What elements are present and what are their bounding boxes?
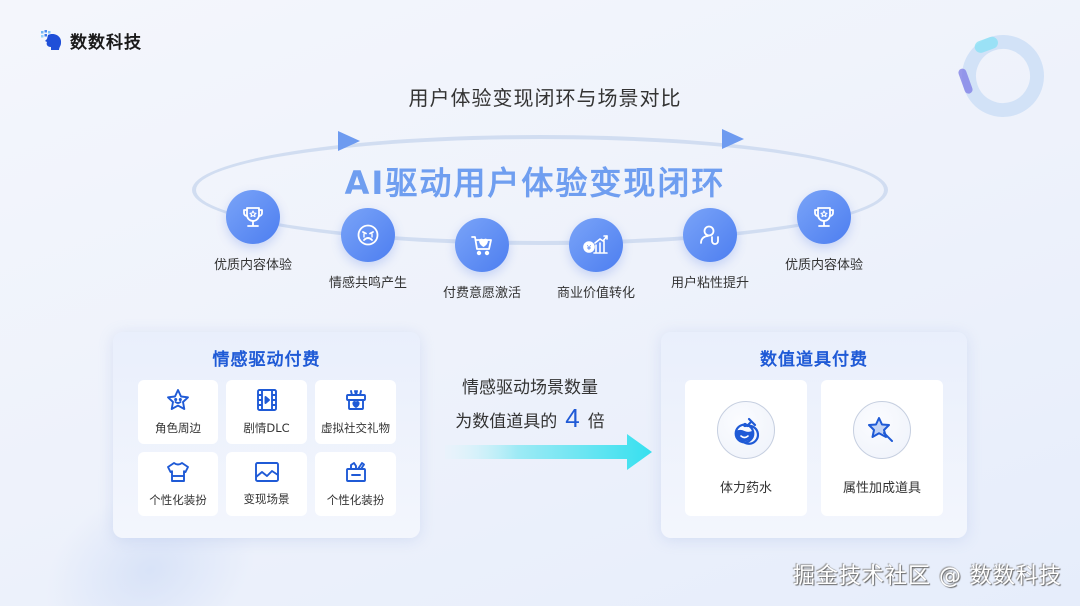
yuan-growth-chart-icon: ¥ bbox=[569, 218, 623, 272]
loop-step-5: 用户粘性提升 bbox=[650, 208, 770, 291]
step-label: 用户粘性提升 bbox=[670, 276, 749, 291]
head-pixel-logo-icon bbox=[40, 29, 64, 53]
card-monetization-scene: 变现场景 bbox=[226, 452, 307, 516]
loop-title: AI驱动用户体验变现闭环 bbox=[344, 164, 726, 202]
paint-bucket-icon bbox=[345, 462, 366, 482]
loop-step-4: ¥ 商业价值转化 bbox=[536, 218, 656, 301]
loop-step-2: 情感共鸣产生 bbox=[308, 208, 428, 291]
magic-star-wand-icon bbox=[853, 400, 911, 459]
loop-step-1: 优质内容体验 bbox=[193, 190, 313, 273]
watermark: 掘金技术社区 @ 数数科技 bbox=[793, 564, 1062, 589]
loop-step-6: 优质内容体验 bbox=[764, 190, 884, 273]
brand-logo: 数数科技 bbox=[40, 28, 142, 53]
panel-title: 数值道具付费 bbox=[760, 350, 868, 370]
card-label: 个性化装扮 bbox=[149, 493, 207, 507]
page-title: 用户体验变现闭环与场景对比 bbox=[408, 86, 682, 110]
comparison-suffix: 倍 bbox=[587, 412, 605, 432]
card-stamina-potion: 体力药水 bbox=[685, 380, 807, 516]
smiling-star-icon bbox=[167, 389, 189, 410]
tshirt-icon bbox=[167, 462, 189, 482]
card-character-merch: 角色周边 bbox=[138, 380, 218, 444]
loop-step-3: 付费意愿激活 bbox=[422, 218, 542, 301]
svg-text:¥: ¥ bbox=[587, 244, 592, 252]
step-label: 付费意愿激活 bbox=[442, 286, 521, 301]
arrow-right-icon bbox=[445, 434, 652, 470]
multiplier-value: 4 bbox=[565, 403, 580, 433]
card-label: 变现场景 bbox=[243, 492, 290, 506]
card-attribute-boost: 属性加成道具 bbox=[821, 380, 943, 516]
card-personal-outfit: 个性化装扮 bbox=[138, 452, 218, 516]
potion-flask-icon bbox=[717, 400, 775, 459]
card-label: 属性加成道具 bbox=[842, 480, 921, 496]
step-label: 优质内容体验 bbox=[213, 258, 292, 273]
card-label: 角色周边 bbox=[155, 421, 201, 435]
card-label: 虚拟社交礼物 bbox=[321, 421, 390, 435]
brand-name: 数数科技 bbox=[70, 33, 142, 53]
emotional-payment-panel: 情感驱动付费 角色周边 剧情DLC 虚拟社交礼物 个性化 bbox=[113, 332, 420, 538]
decorative-ring-icon bbox=[950, 23, 1056, 129]
comparison-line-1: 情感驱动场景数量 bbox=[462, 378, 598, 398]
step-label: 情感共鸣产生 bbox=[328, 276, 407, 291]
crying-face-icon bbox=[341, 208, 395, 262]
card-story-dlc: 剧情DLC bbox=[226, 380, 307, 444]
loop-arrow-icon bbox=[722, 129, 744, 149]
trophy-icon bbox=[226, 190, 280, 244]
card-label: 剧情DLC bbox=[243, 421, 290, 435]
card-label: 体力药水 bbox=[719, 480, 772, 496]
card-personal-outfit-2: 个性化装扮 bbox=[315, 452, 396, 516]
trophy-icon bbox=[797, 190, 851, 244]
gift-heart-icon bbox=[345, 390, 366, 410]
loop-ellipse bbox=[192, 135, 888, 245]
film-play-icon bbox=[256, 389, 277, 411]
card-virtual-gift: 虚拟社交礼物 bbox=[315, 380, 396, 444]
cart-heart-icon bbox=[455, 218, 509, 272]
comparison-prefix: 为数值道具的 bbox=[455, 412, 558, 432]
numeric-item-payment-panel: 数值道具付费 体力药水 属性加成道具 bbox=[661, 332, 967, 538]
loop-arrow-icon bbox=[338, 131, 360, 151]
card-label: 个性化装扮 bbox=[326, 493, 385, 507]
panel-title: 情感驱动付费 bbox=[212, 350, 321, 370]
step-label: 商业价值转化 bbox=[556, 286, 635, 301]
user-magnet-icon bbox=[683, 208, 737, 262]
step-label: 优质内容体验 bbox=[784, 258, 863, 273]
landscape-image-icon bbox=[254, 462, 279, 482]
